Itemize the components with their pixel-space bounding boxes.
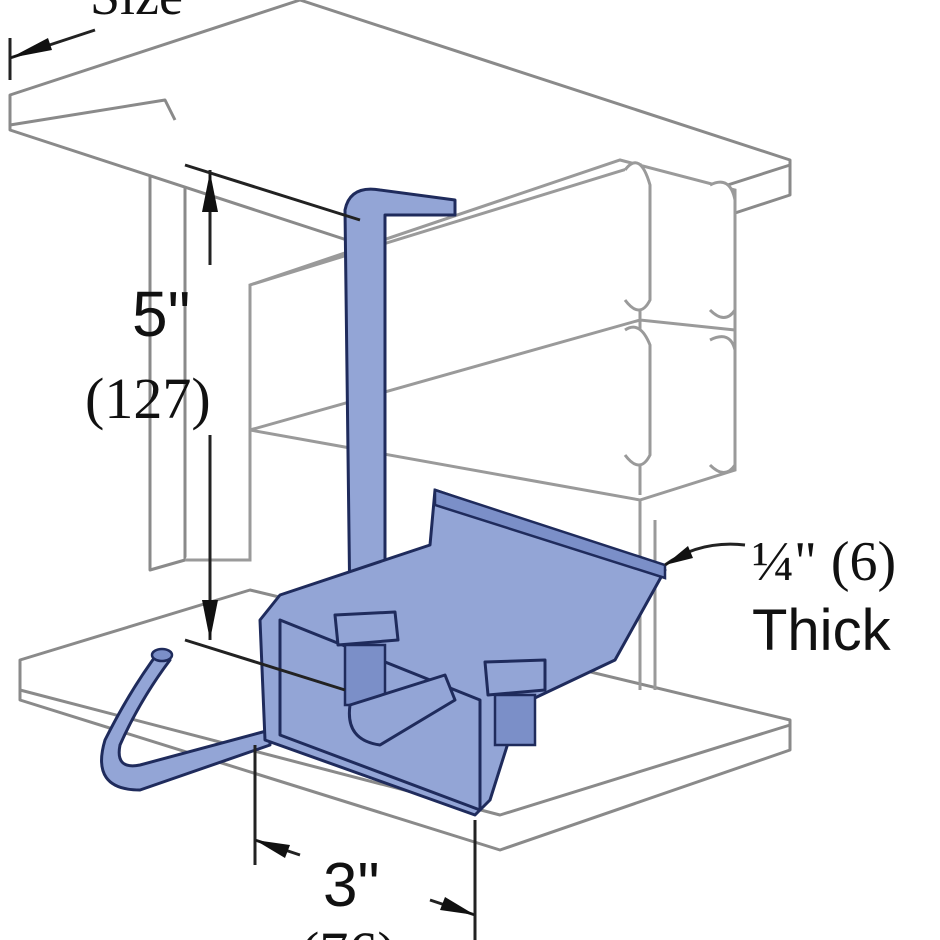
dimension-thickness (664, 542, 746, 567)
height-inches-label: 5" (132, 278, 190, 350)
width-inches-label: 3" (323, 851, 380, 920)
dimension-height (184, 163, 361, 692)
width-mm-label: (76) (300, 920, 397, 940)
dimension-width (253, 745, 477, 940)
bolt-right (483, 658, 547, 747)
size-label: Size (90, 0, 183, 26)
bolt-left (333, 610, 457, 747)
thickness-word-label: Thick (752, 598, 892, 663)
dimension-size (8, 28, 96, 80)
height-mm-label: (127) (85, 366, 211, 431)
thickness-label: ¼" (6) (752, 531, 896, 593)
j-bolt (100, 187, 457, 792)
clamp-bracket (258, 488, 667, 817)
